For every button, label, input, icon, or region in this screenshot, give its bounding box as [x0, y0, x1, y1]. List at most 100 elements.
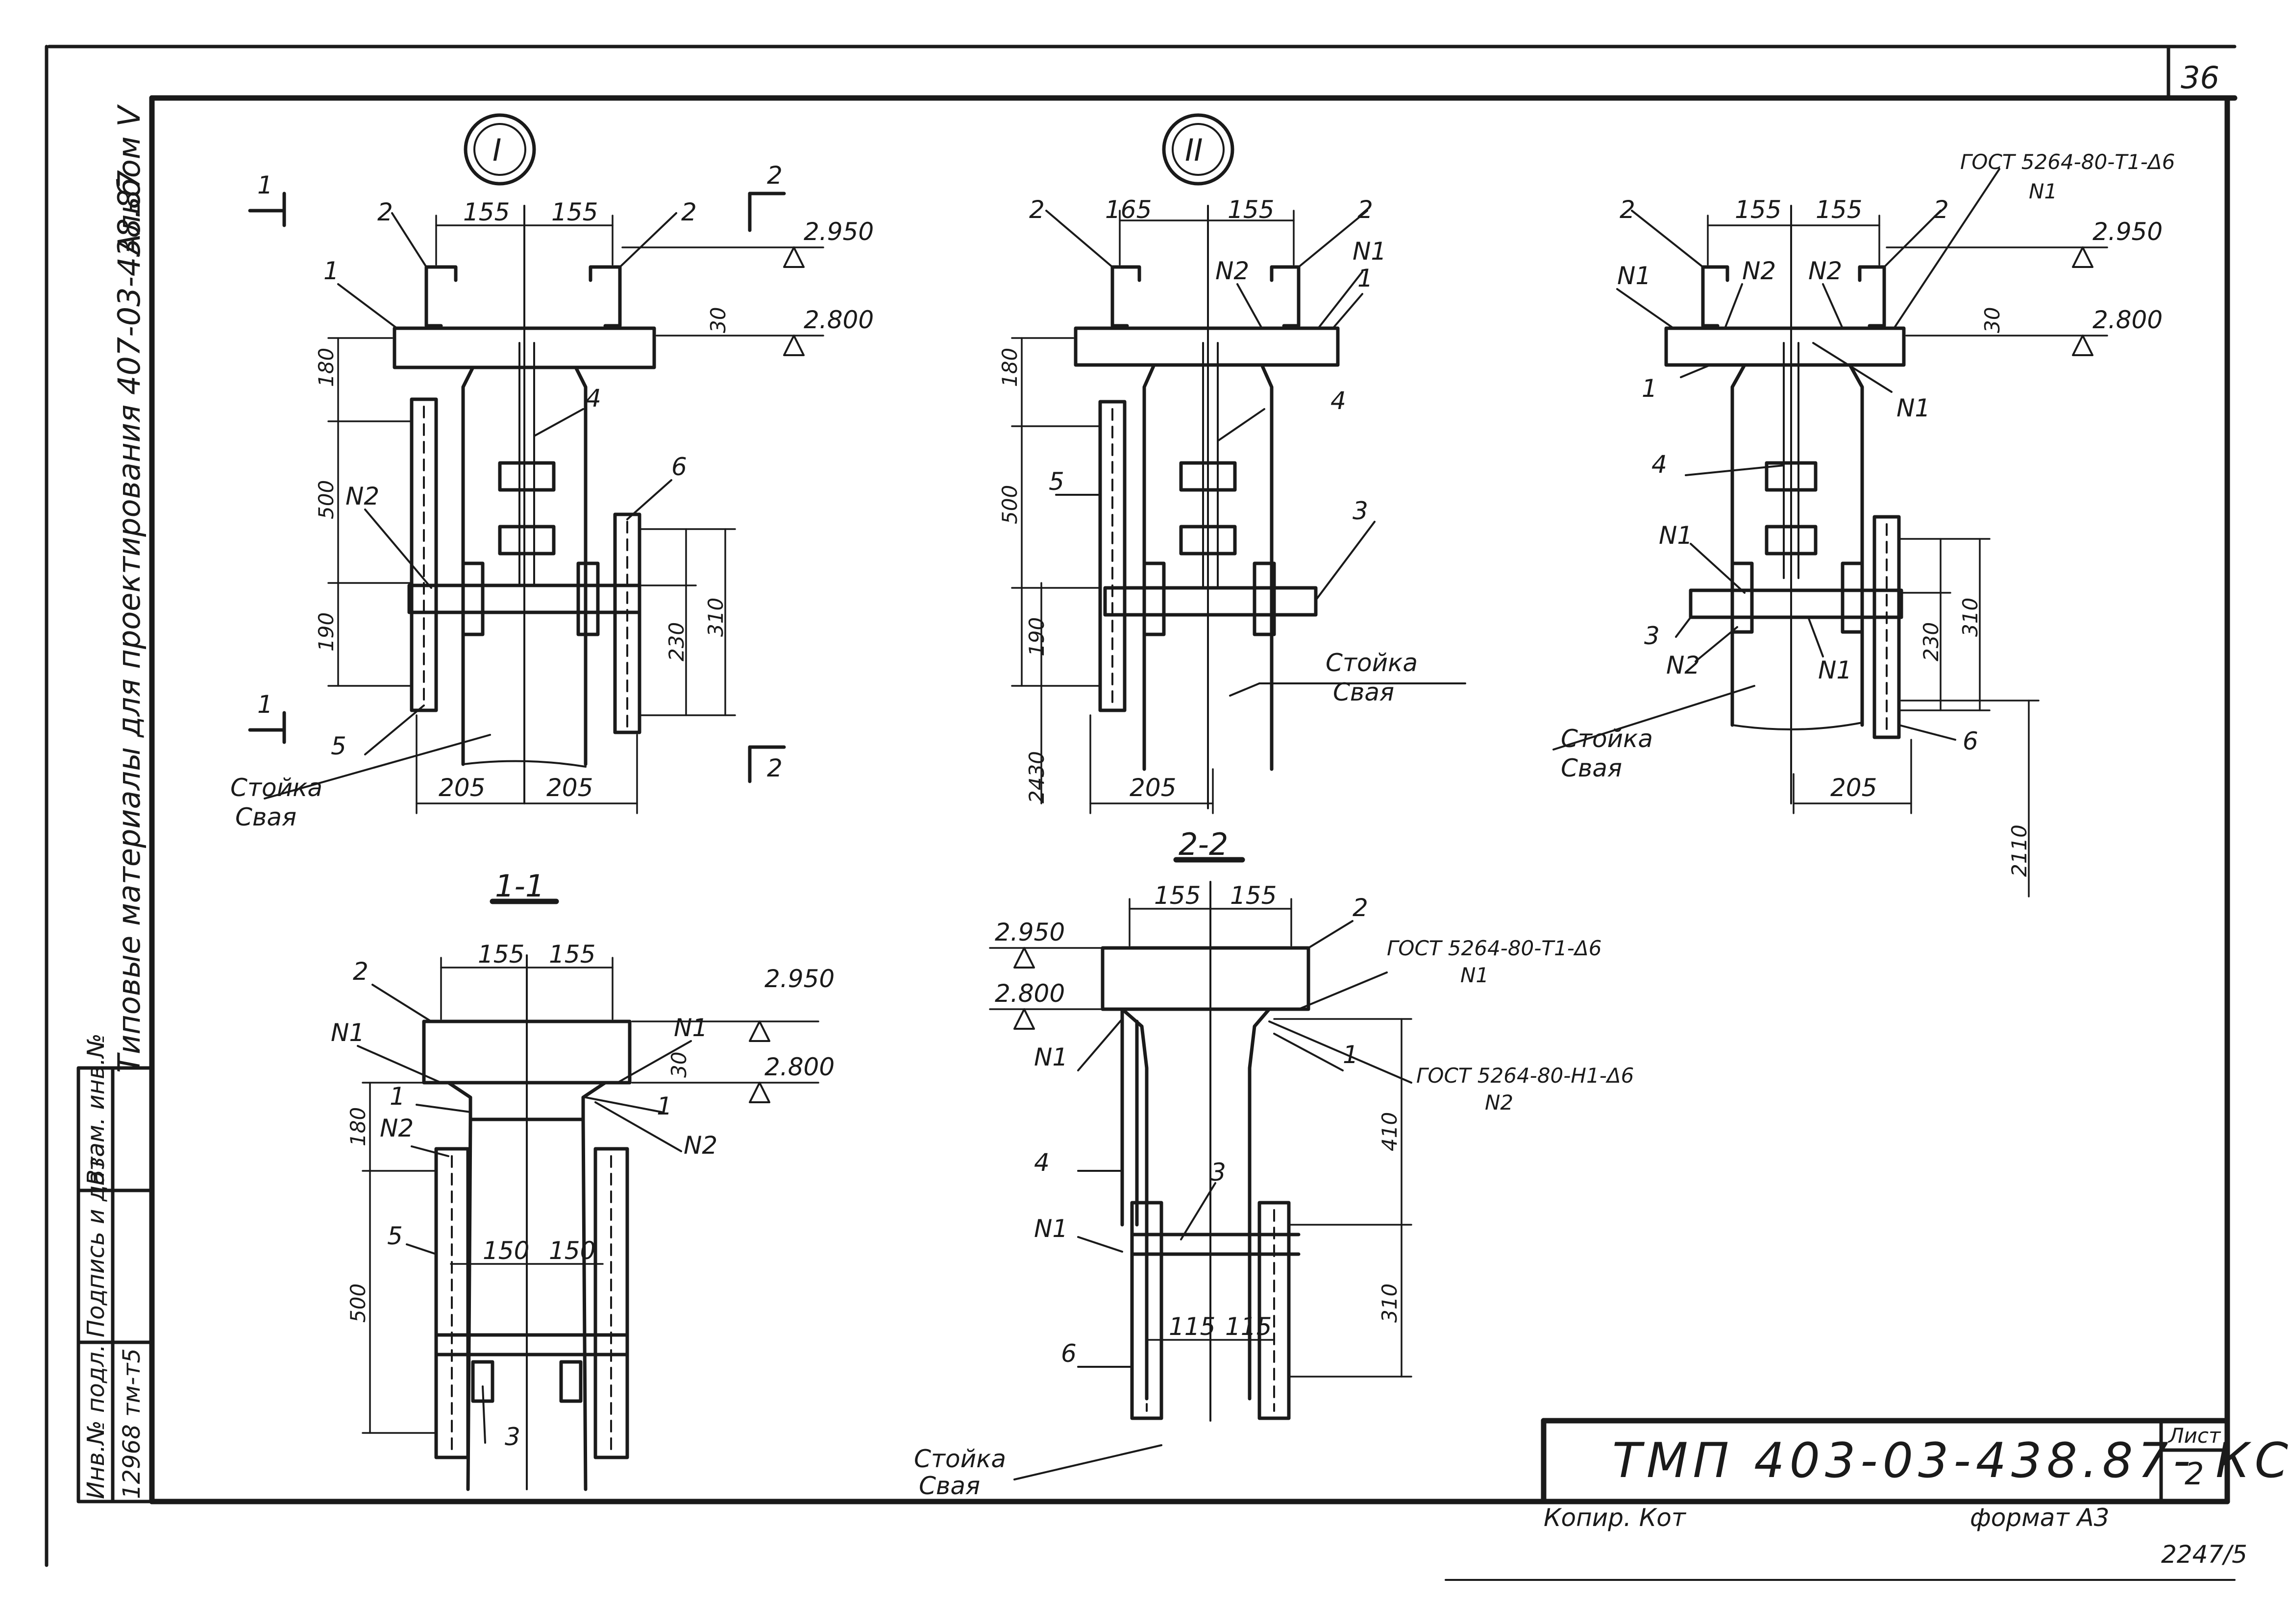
dim-500: 500 [346, 1284, 370, 1323]
drawing-code: ТМП 403-03-438.87- КСУ1-24 [1612, 1433, 2289, 1489]
gost-1-label: ГОСТ 5264-80-Т1-Δ6 [1387, 936, 1601, 960]
svaya-label: Свая [919, 1472, 980, 1500]
part-2-label: 2 [681, 198, 697, 226]
weld-n1-label: N1 [1034, 1043, 1068, 1071]
part-4-label: 4 [1651, 450, 1667, 479]
stoika-label: Стойка [914, 1445, 1006, 1473]
level-2950: 2.950 [995, 918, 1065, 946]
part-5-label: 5 [387, 1222, 403, 1250]
part-1-label: 1 [323, 257, 339, 285]
weld-n1-label: N1 [674, 1014, 708, 1042]
part-3-label: 3 [505, 1423, 520, 1451]
section-2-2-drawing [989, 857, 1412, 1480]
dim-155: 155 [1816, 195, 1862, 224]
part-1-label: 1 [1642, 374, 1657, 403]
node-I-marker [464, 113, 536, 186]
level-2800: 2.800 [764, 1053, 835, 1081]
weld-n2-label: N2 [345, 482, 379, 510]
dim-30: 30 [706, 307, 730, 333]
dim-2430: 2430 [1025, 751, 1049, 803]
part-1-label: 1 [1343, 1041, 1358, 1069]
part-1-label: 1 [390, 1082, 405, 1111]
part-1-label: 1 [1357, 264, 1373, 292]
dim-310: 310 [1378, 1284, 1402, 1323]
node-II-label: II [1185, 132, 1203, 168]
part-3-label: 3 [1353, 497, 1368, 525]
weld-n1-label: N1 [1353, 237, 1386, 266]
node-II-marker [1162, 113, 1234, 186]
node-II-drawing [1011, 205, 1466, 814]
cut-1-label: 1 [257, 690, 273, 719]
dim-155: 155 [478, 940, 524, 969]
dim-150: 150 [549, 1236, 595, 1265]
dim-155: 155 [549, 940, 595, 969]
section-1-1-label: 1-1 [495, 868, 544, 904]
dim-190: 190 [1025, 617, 1049, 656]
dim-155: 155 [1735, 195, 1781, 224]
weld-n1-label: N1 [2029, 179, 2057, 203]
part-6-label: 6 [1061, 1339, 1077, 1368]
section-2-2-label: 2-2 [1179, 826, 1228, 862]
gost-2-label: ГОСТ 5264-80-Н1-Δ6 [1416, 1064, 1634, 1088]
dim-310: 310 [1958, 598, 1982, 637]
stamp-inv-value: 12968 тм-т5 [118, 1348, 146, 1499]
title-block [1541, 1418, 2230, 1504]
part-4-label: 4 [1330, 387, 1346, 415]
dim-180: 180 [314, 348, 338, 387]
node-I-drawing [248, 192, 824, 814]
left-stamp [76, 1066, 154, 1503]
copy-label: Копир. Кот [1544, 1503, 1687, 1532]
part-5-label: 5 [1049, 467, 1064, 496]
sheet-number: 36 [2181, 60, 2219, 96]
weld-n1-label: N1 [1659, 521, 1693, 550]
list-number: 2 [2185, 1456, 2204, 1492]
cut-2-label: 2 [767, 754, 783, 782]
dim-230: 230 [1919, 622, 1943, 661]
part-2-label: 2 [1933, 195, 1949, 224]
dim-410: 410 [1378, 1112, 1402, 1151]
stoika-label: Стойка [230, 774, 322, 802]
weld-n2-label: N2 [380, 1114, 414, 1142]
weld-n1-label: N1 [1460, 963, 1489, 987]
part-2-label: 2 [1357, 195, 1373, 224]
part-5-label: 5 [331, 732, 346, 760]
dim-155: 155 [551, 198, 598, 226]
weld-n2-label: N2 [684, 1131, 717, 1160]
dim-310: 310 [704, 598, 728, 637]
sheet-frame [45, 45, 2238, 1581]
weld-n2-label: N2 [1215, 257, 1249, 285]
dim-205: 205 [546, 774, 593, 802]
dim-180: 180 [346, 1107, 370, 1146]
dim-155: 155 [1230, 881, 1277, 910]
dim-30: 30 [667, 1052, 691, 1078]
weld-n1-label: N1 [1034, 1214, 1068, 1243]
stamp-inv-podl: Инв.№ подл. [82, 1344, 110, 1499]
dim-150: 150 [483, 1236, 529, 1265]
dim-500: 500 [998, 485, 1022, 524]
dim-205: 205 [1130, 774, 1176, 802]
node-III-drawing [1552, 168, 2108, 897]
weld-n2-label: N2 [1485, 1091, 1513, 1115]
part-4-label: 4 [1034, 1148, 1050, 1177]
svaya-label: Свая [235, 803, 296, 831]
dim-205: 205 [1830, 774, 1877, 802]
dim-115: 115 [1169, 1312, 1215, 1341]
part-4-label: 4 [586, 384, 601, 412]
list-label: Лист [2167, 1424, 2221, 1448]
dim-155: 155 [463, 198, 510, 226]
stamp-vzam: Взам. инв.№ [82, 1033, 110, 1186]
weld-n1-label: N1 [331, 1018, 365, 1047]
dim-30: 30 [1980, 307, 2004, 333]
format-label: формат А3 [1970, 1503, 2109, 1532]
stamp-podpis: Подпись и дата [82, 1142, 110, 1337]
section-1-1-drawing [357, 898, 819, 1491]
order-number: 2247/5 [2161, 1540, 2247, 1569]
node-I-label: I [492, 132, 501, 168]
level-2800: 2.800 [804, 306, 874, 334]
level-2950: 2.950 [2092, 218, 2163, 246]
weld-n1-label: N1 [1818, 656, 1852, 684]
cut-2-label: 2 [767, 161, 783, 190]
dim-190: 190 [314, 612, 338, 652]
svaya-label: Свая [1333, 678, 1394, 706]
dim-115: 115 [1225, 1312, 1272, 1341]
